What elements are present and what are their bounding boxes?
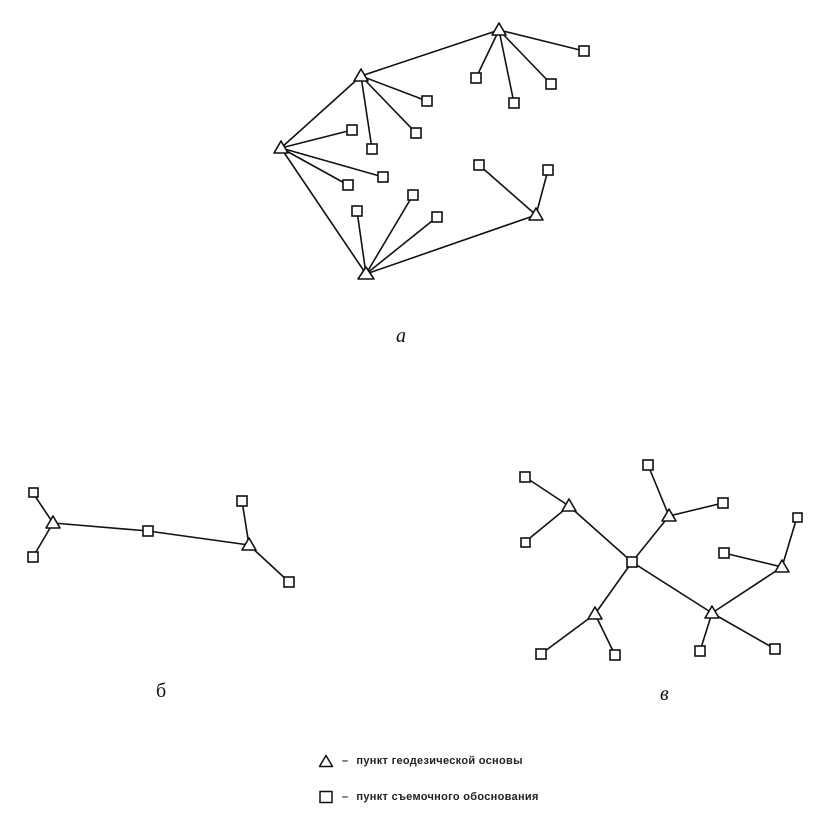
edge (723, 552, 783, 568)
geodetic-point-triangle (704, 605, 720, 619)
panel-label-v: в (660, 683, 669, 705)
edge (594, 561, 633, 615)
legend-row-geodetic: – пункт геодезической основы (318, 754, 523, 768)
survey-point-square (366, 143, 378, 155)
edge (524, 476, 570, 507)
legend-row-survey: – пункт съемочного обоснования (318, 790, 539, 804)
survey-point-square (642, 459, 654, 471)
panel-v-network (519, 459, 803, 661)
edge (360, 29, 500, 77)
edge (280, 147, 367, 275)
panel-b-network (27, 487, 295, 588)
geodetic-point-triangle (561, 498, 577, 512)
edge (280, 147, 349, 186)
edge (360, 75, 373, 150)
survey-point-square (236, 495, 248, 507)
edge (668, 502, 724, 517)
edge (535, 169, 549, 216)
edge (631, 561, 713, 614)
edge (280, 147, 384, 178)
geodetic-point-triangle (241, 537, 257, 551)
edge (241, 500, 250, 546)
survey-point-square (626, 556, 638, 568)
survey-point-square (470, 72, 482, 84)
triangle-icon (318, 754, 334, 768)
survey-point-square (410, 127, 422, 139)
edge (711, 566, 783, 614)
geodetic-point-triangle (353, 68, 369, 82)
edge (147, 530, 250, 546)
edge (781, 516, 798, 568)
survey-point-square (407, 189, 419, 201)
survey-point-square (718, 547, 730, 559)
survey-point-square (346, 124, 358, 136)
edge (631, 515, 670, 563)
edge (699, 612, 713, 652)
survey-point-square (351, 205, 363, 217)
survey-point-square (609, 649, 621, 661)
edge (711, 612, 776, 650)
geodetic-point-triangle (587, 606, 603, 620)
edge (498, 29, 585, 52)
survey-point-square (520, 537, 531, 548)
survey-point-square (535, 648, 547, 660)
edge (365, 216, 438, 275)
panel-label-b: б (156, 680, 167, 702)
square-icon (319, 790, 333, 804)
survey-point-square (342, 179, 354, 191)
edge (360, 75, 417, 134)
edge (498, 29, 552, 85)
edge (365, 214, 537, 275)
survey-point-square (542, 164, 554, 176)
legend-dash: – (342, 791, 349, 803)
geodetic-point-triangle (491, 22, 507, 36)
edge (360, 75, 428, 102)
survey-point-square (792, 512, 803, 523)
survey-point-square (421, 95, 433, 107)
edge (594, 613, 616, 656)
survey-point-square (27, 551, 39, 563)
legend-label-survey: пункт съемочного обоснования (356, 791, 539, 803)
survey-point-square (694, 645, 706, 657)
legend-label-geodetic: пункт геодезической основы (356, 755, 523, 767)
geodetic-point-triangle (661, 508, 677, 522)
survey-point-square (769, 643, 781, 655)
survey-point-square (578, 45, 590, 57)
legend-dash: – (342, 755, 349, 767)
edge (248, 544, 290, 583)
geodetic-point-triangle (357, 266, 375, 280)
survey-point-square (717, 497, 729, 509)
edge (365, 194, 414, 275)
edge (52, 522, 149, 532)
geodetic-point-triangle (273, 140, 289, 154)
survey-point-square (519, 471, 531, 483)
survey-point-square (431, 211, 443, 223)
edge (280, 75, 362, 149)
edge (280, 129, 353, 149)
edge (478, 164, 537, 216)
panel-a-network (273, 22, 590, 280)
survey-point-square (473, 159, 485, 171)
edge (475, 29, 500, 79)
geodetic-point-triangle (45, 515, 61, 529)
edge (540, 613, 596, 655)
edge (524, 505, 570, 543)
survey-point-square (142, 525, 154, 537)
edge (647, 464, 670, 517)
survey-point-square (545, 78, 557, 90)
panel-label-a: а (396, 325, 406, 347)
survey-point-square (508, 97, 520, 109)
edge (568, 505, 633, 563)
geodetic-point-triangle (528, 207, 544, 221)
edge (32, 492, 54, 524)
survey-point-square (28, 487, 39, 498)
edge (498, 29, 515, 104)
survey-point-square (377, 171, 389, 183)
survey-point-square (283, 576, 295, 588)
geodetic-point-triangle (774, 559, 790, 573)
edge (356, 210, 367, 275)
